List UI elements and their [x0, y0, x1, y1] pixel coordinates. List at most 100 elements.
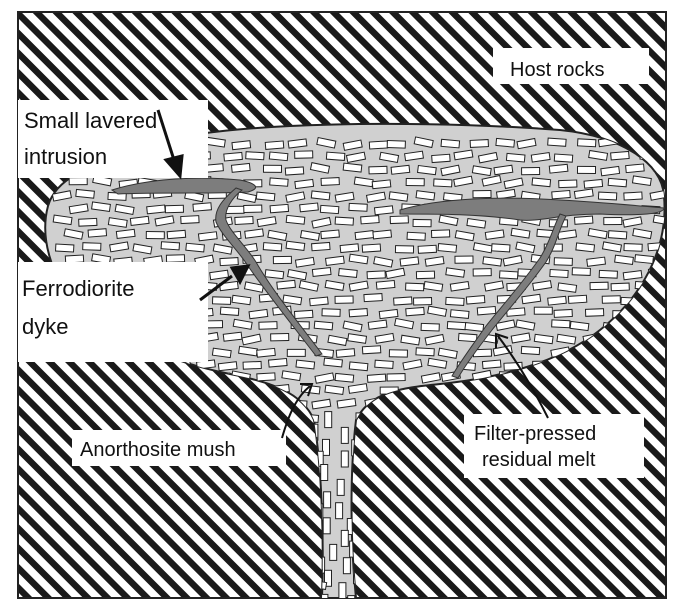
crystal — [387, 140, 405, 148]
crystal — [635, 255, 654, 264]
crystal — [296, 360, 315, 369]
crystal — [604, 218, 622, 225]
crystal — [496, 138, 515, 147]
crystal — [343, 163, 362, 172]
crystal — [321, 465, 328, 481]
crystal — [413, 219, 431, 226]
crystal — [584, 179, 603, 188]
crystal — [450, 310, 469, 319]
crystal — [379, 309, 398, 318]
crystal — [218, 362, 237, 371]
crystal — [550, 269, 568, 277]
crystal — [369, 141, 387, 149]
crystal — [312, 268, 331, 277]
crystal — [224, 152, 243, 161]
label-ferrodiorite-dyke-line2: dyke — [22, 314, 68, 339]
crystal — [161, 242, 179, 250]
crystal — [220, 258, 238, 266]
crystal — [181, 216, 199, 224]
crystal — [285, 167, 303, 175]
crystal — [574, 216, 592, 224]
crystal — [265, 270, 284, 279]
crystal — [554, 258, 572, 266]
crystal — [246, 152, 264, 160]
crystal — [492, 244, 510, 252]
crystal — [626, 164, 645, 173]
crystal — [577, 166, 595, 173]
label-anorthosite-mush: Anorthosite mush — [80, 439, 236, 461]
crystal — [270, 178, 288, 186]
crystal — [407, 232, 425, 240]
crystal — [667, 439, 674, 449]
crystal — [322, 309, 340, 317]
crystal — [389, 350, 407, 357]
crystal — [349, 203, 367, 211]
crystal — [534, 307, 552, 314]
crystal — [323, 518, 330, 534]
crystal — [406, 283, 424, 291]
crystal — [473, 269, 491, 276]
crystal — [193, 203, 212, 211]
crystal — [608, 231, 626, 239]
crystal — [349, 362, 368, 371]
crystal — [167, 230, 186, 238]
crystal — [361, 216, 379, 224]
crystal — [314, 321, 333, 330]
crystal — [337, 479, 344, 495]
crystal — [585, 309, 603, 317]
crystal — [265, 141, 284, 149]
label-ferrodiorite-dyke-line1: Ferrodiorite — [22, 276, 134, 301]
crystal — [257, 348, 276, 357]
crystal — [666, 309, 674, 317]
crystal — [320, 205, 338, 213]
crystal — [598, 192, 616, 200]
crystal — [532, 178, 551, 187]
crystal — [552, 191, 570, 199]
crystal — [335, 217, 353, 225]
crystal — [257, 373, 275, 381]
crystal — [212, 297, 230, 305]
crystal — [186, 243, 205, 252]
crystal — [522, 167, 540, 174]
crystal — [340, 244, 359, 253]
crystal — [325, 412, 332, 428]
crystal — [339, 583, 346, 599]
crystal — [458, 333, 476, 341]
crystal — [667, 569, 674, 579]
crystal — [310, 297, 329, 306]
crystal — [326, 152, 344, 160]
crystal — [295, 151, 313, 158]
crystal — [611, 283, 629, 291]
crystal — [335, 296, 353, 303]
crystal — [147, 205, 166, 214]
crystal — [130, 216, 149, 225]
crystal — [336, 503, 343, 519]
crystal — [455, 256, 473, 263]
crystal — [576, 243, 595, 252]
crystal — [324, 358, 343, 367]
crystal — [367, 271, 385, 279]
crystal — [414, 298, 432, 305]
crystal — [235, 217, 253, 225]
crystal — [83, 243, 101, 251]
crystal — [394, 297, 412, 305]
crystal — [431, 230, 449, 238]
label-small-layered-intrusion-line1: Small lavered — [24, 108, 157, 133]
crystal — [441, 139, 460, 148]
crystal — [554, 154, 572, 162]
crystal — [271, 334, 289, 341]
crystal — [343, 558, 350, 574]
crystal — [470, 140, 488, 148]
crystal — [362, 346, 380, 354]
crystal — [311, 191, 330, 200]
crystal — [624, 192, 642, 200]
crystal — [552, 320, 570, 328]
crystal — [416, 348, 434, 356]
crystal — [611, 151, 630, 160]
crystal — [434, 179, 452, 187]
crystal — [465, 323, 484, 332]
crystal — [602, 296, 620, 303]
crystal — [367, 374, 385, 382]
crystal — [76, 189, 95, 198]
crystal — [273, 256, 291, 263]
